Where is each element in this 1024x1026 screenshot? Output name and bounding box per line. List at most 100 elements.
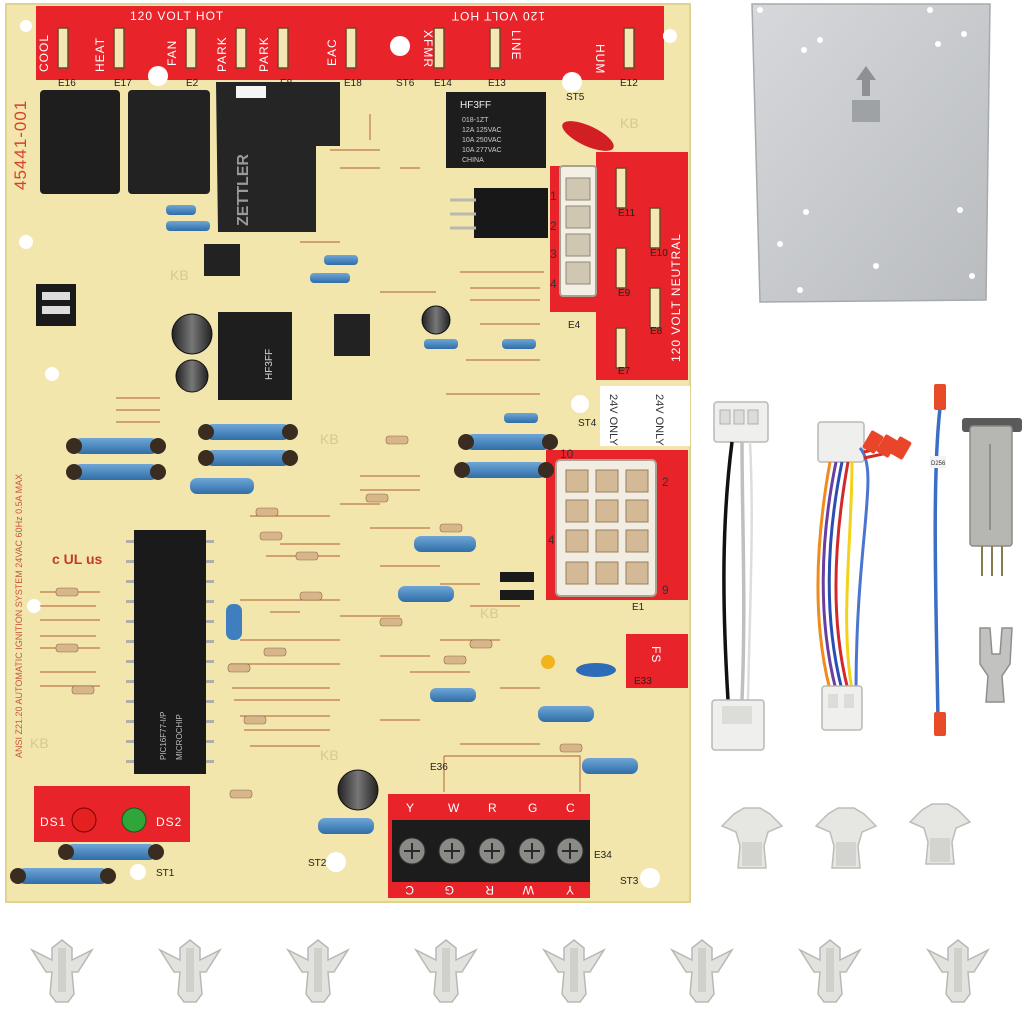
svg-text:ZETTLER: ZETTLER (235, 154, 252, 226)
terminal-letters-top: Y W R G C (406, 801, 575, 815)
neutral-terminal-strip (596, 152, 688, 380)
svg-text:KB: KB (320, 747, 339, 763)
svg-text:E2: E2 (186, 78, 199, 89)
svg-text:G: G (444, 883, 454, 897)
svg-text:2: 2 (550, 219, 557, 233)
capacitor-disc (576, 663, 616, 677)
terminal-label-xfmr: XFMR (421, 30, 435, 68)
svg-text:018-1ZT: 018-1ZT (462, 117, 489, 124)
svg-text:G: G (528, 801, 538, 815)
quick-connect-tabs (57, 27, 635, 69)
svg-text:KB: KB (620, 115, 639, 131)
svg-text:R: R (484, 883, 494, 897)
top-left-label: 120 VOLT HOT (130, 9, 224, 23)
ic-small-1 (204, 244, 240, 276)
svg-text:E12: E12 (620, 78, 638, 89)
led-green (121, 807, 147, 833)
relay-heat (128, 90, 210, 194)
varistor (562, 121, 614, 151)
svg-text:9: 9 (662, 583, 669, 597)
svg-text:E9: E9 (618, 288, 631, 299)
relay-hf3ff-mid (218, 312, 292, 400)
voltage-sticker (600, 386, 690, 446)
svg-text:KB: KB (320, 431, 339, 447)
pad-labels: E16 E17 E2 E8 E18 ST6 E14 E13 ST5 E12 E1… (58, 78, 668, 887)
rollout-switch (962, 418, 1022, 576)
svg-text:KB: KB (480, 605, 499, 621)
top-right-label: 120 VOLT HOT (451, 9, 545, 23)
capacitor-blue (226, 604, 242, 640)
led-yellow (541, 655, 555, 669)
terminal-label-park-1: PARK (215, 36, 229, 72)
svg-text:12A 125VAC: 12A 125VAC (462, 127, 502, 134)
svg-text:KB: KB (30, 735, 49, 751)
svg-text:E18: E18 (344, 78, 362, 89)
svg-text:E7: E7 (618, 366, 631, 377)
voltage-sticker-text-2: 24V ONLY (653, 394, 665, 446)
svg-text:W: W (522, 883, 534, 897)
ul-mark: c UL us (52, 551, 103, 567)
svg-text:1: 1 (550, 189, 557, 203)
svg-text:C: C (404, 883, 414, 897)
svg-text:4: 4 (550, 277, 557, 291)
sensor-label: D256 (931, 461, 946, 467)
terminal-labels: COOL HEAT FAN PARK PARK EAC XFMR LINE HU… (37, 30, 607, 74)
relay-cool (40, 90, 120, 194)
svg-text:E1: E1 (632, 602, 645, 613)
diode-2 (500, 590, 534, 600)
svg-text:E14: E14 (434, 78, 452, 89)
ic-small-2 (334, 314, 370, 356)
transistor (474, 188, 548, 238)
svg-text:ST3: ST3 (620, 876, 639, 887)
svg-text:E36: E36 (430, 762, 448, 773)
svg-text:2: 2 (662, 475, 669, 489)
wire-harness-2pin (711, 401, 769, 751)
svg-text:ST4: ST4 (578, 418, 597, 429)
svg-text:MICROCHIP: MICROCHIP (175, 714, 184, 760)
svg-text:W: W (448, 801, 460, 815)
neutral-label: 120 VOLT NEUTRAL (669, 233, 683, 362)
capacitor-3 (421, 305, 451, 335)
svg-text:4: 4 (548, 533, 555, 547)
resistors-large (10, 205, 638, 884)
svg-text:HF3FF: HF3FF (264, 349, 275, 380)
svg-text:10A 277VAC: 10A 277VAC (462, 147, 502, 154)
svg-text:E4: E4 (568, 320, 581, 331)
spade-terminal (979, 627, 1013, 703)
terminal-letters-bottom: C G R W Y (404, 883, 574, 897)
control-board: 120 VOLT HOT 120 VOLT HOT COOL HEAT FAN … (5, 3, 691, 903)
svg-text:3: 3 (550, 247, 557, 261)
wire-harness-multi (816, 421, 912, 731)
mounting-plate (751, 3, 991, 303)
svg-text:ST6: ST6 (396, 78, 415, 89)
terminal-label-fan: FAN (165, 40, 179, 66)
part-number: 45441-001 (11, 100, 30, 190)
terminal-label-park-2: PARK (257, 36, 271, 72)
neutral-tabs (615, 167, 661, 369)
svg-text:E33: E33 (634, 676, 652, 687)
led-panel (34, 786, 190, 842)
relay-top-brand: HF3FF (460, 100, 491, 111)
svg-text:10A 250VAC: 10A 250VAC (462, 137, 502, 144)
silkscreen-traces (40, 114, 581, 792)
microcontroller (134, 530, 206, 774)
svg-text:KB: KB (170, 267, 189, 283)
relay-zettler (216, 82, 340, 232)
svg-text:ST1: ST1 (156, 868, 175, 879)
svg-text:E10: E10 (650, 248, 668, 259)
svg-text:10: 10 (560, 447, 574, 461)
svg-text:E16: E16 (58, 78, 76, 89)
capacitor-2 (175, 359, 209, 393)
svg-text:E17: E17 (114, 78, 132, 89)
clips-large (31, 939, 989, 1003)
relay-hf3ff-top (446, 92, 546, 168)
kb-marks: KB KB KB KB KB KB (30, 115, 639, 763)
dip-switch (36, 284, 76, 326)
mounting-holes (19, 20, 678, 888)
diode-1 (500, 572, 534, 582)
terminal-label-eac: EAC (325, 38, 339, 66)
certification-text: ANSI Z21.20 AUTOMATIC IGNITION SYSTEM 24… (14, 474, 24, 758)
ds1-label: DS1 (40, 815, 66, 829)
terminal-label-line: LINE (509, 30, 523, 61)
